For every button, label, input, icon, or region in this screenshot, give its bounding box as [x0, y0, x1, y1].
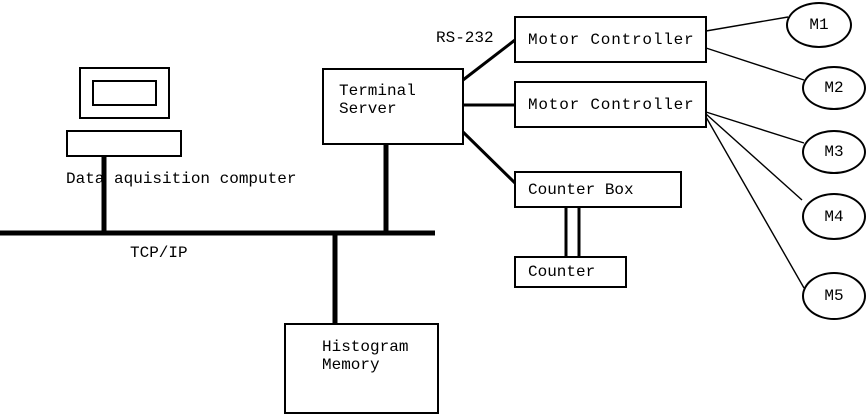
motor-m5-label: M5 [824, 287, 844, 305]
tcpip-label: TCP/IP [130, 244, 188, 262]
motor-m4-label: M4 [824, 207, 844, 226]
mc1-m1-link-line [705, 16, 789, 32]
keyboard-icon [66, 130, 182, 157]
motor-m4-node: M4 [802, 193, 866, 240]
mc2-m3-link-line [705, 111, 805, 144]
motor-m5-node: M5 [802, 272, 866, 320]
motor-m2-node: M2 [802, 66, 866, 110]
motor-controller-1-label: Motor Controller [528, 30, 695, 49]
counter-box-node: Counter Box [514, 171, 682, 208]
terminal-server-label: Terminal Server [339, 82, 416, 118]
mc1-m2-link-line [705, 47, 805, 81]
motor-m1-label: M1 [809, 16, 829, 34]
counter-box-label: Counter Box [528, 180, 634, 199]
motor-controller-2-label: Motor Controller [528, 95, 695, 114]
motor-m1-node: M1 [786, 2, 852, 48]
terminal-server-counterbox-link-line [461, 130, 517, 185]
monitor-screen-icon [92, 80, 157, 106]
motor-m2-label: M2 [824, 79, 844, 97]
counter-label: Counter [528, 263, 596, 281]
motor-controller-2-box: Motor Controller [514, 81, 707, 128]
daq-label: Data aquisition computer [66, 170, 297, 188]
terminal-server-box: Terminal Server [322, 68, 464, 145]
motor-m3-label: M3 [824, 143, 844, 161]
histogram-memory-label: Histogram Memory [322, 338, 409, 374]
mc2-m4-link-line [705, 113, 803, 201]
motor-m3-node: M3 [802, 130, 866, 174]
motor-controller-1-box: Motor Controller [514, 16, 707, 63]
rs232-label: RS-232 [436, 29, 494, 47]
counter-node: Counter [514, 256, 627, 288]
mc2-m5-link-line [705, 116, 805, 289]
histogram-memory-box: Histogram Memory [284, 323, 439, 414]
